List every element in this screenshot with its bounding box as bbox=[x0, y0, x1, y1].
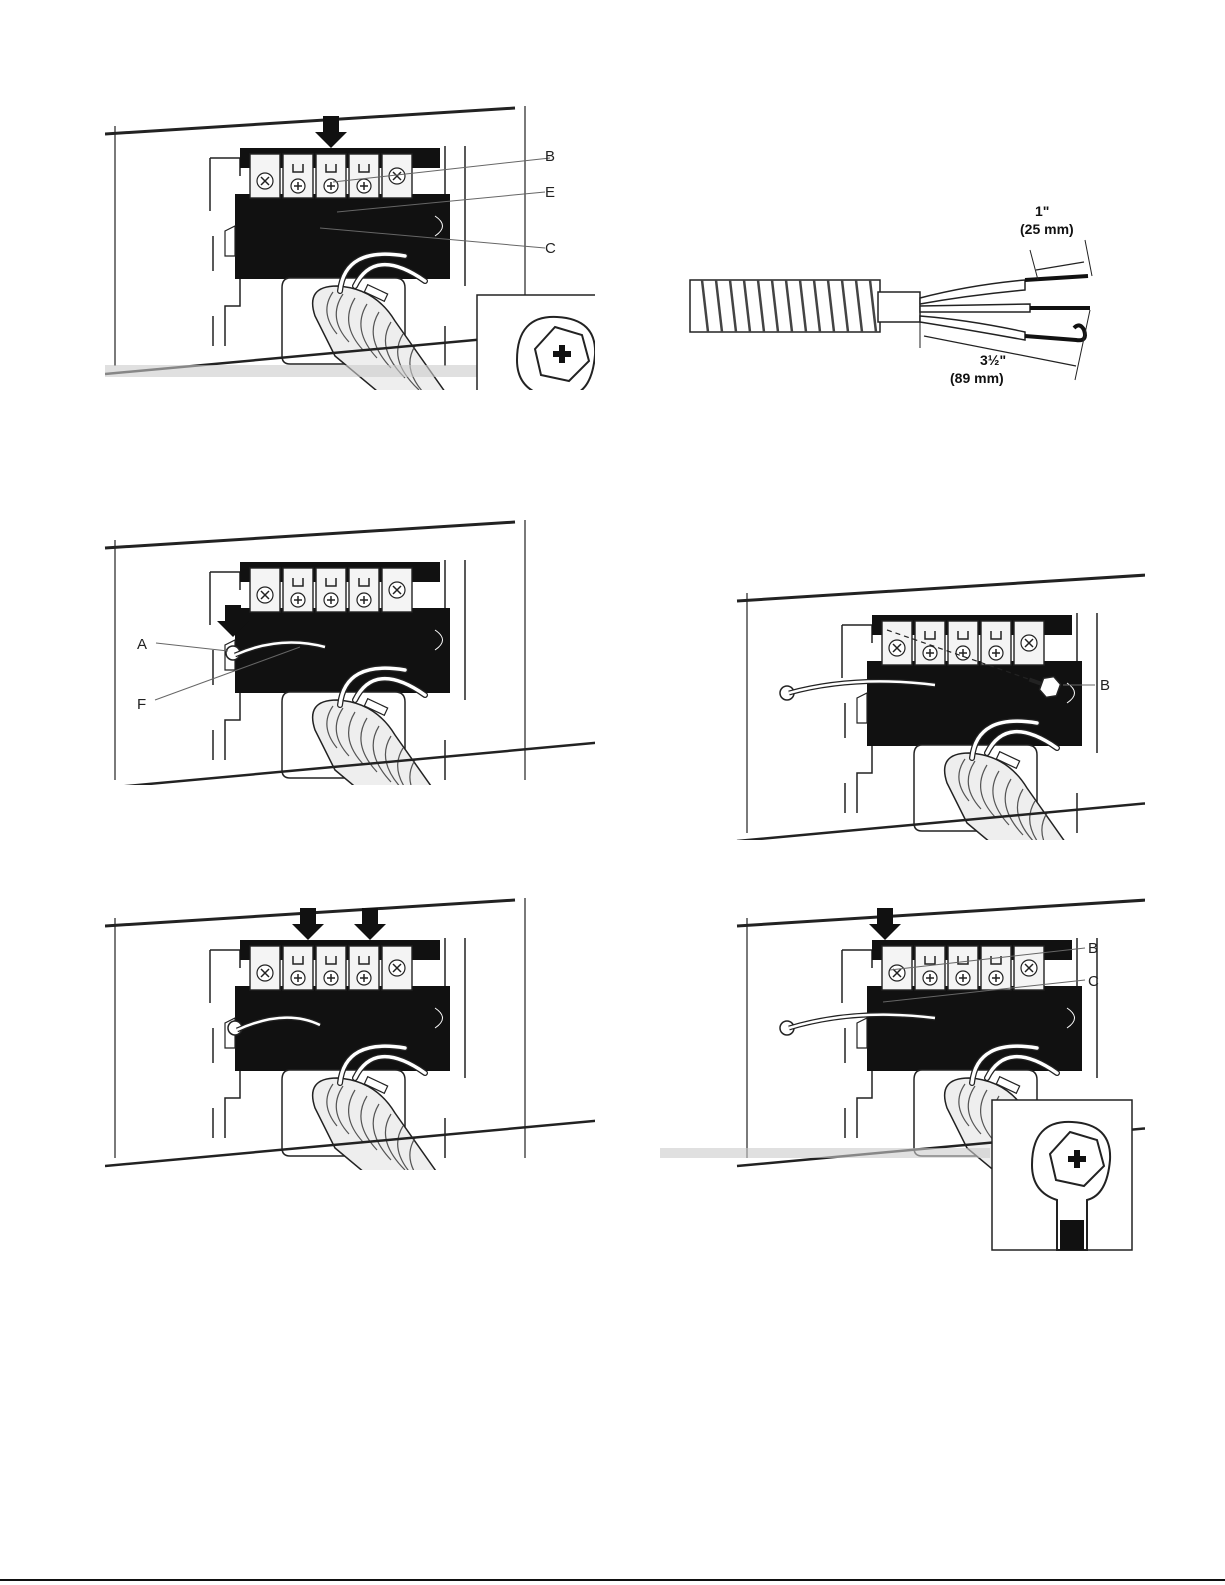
dim-tip-inch: 1" bbox=[1035, 203, 1049, 219]
label-c: C bbox=[545, 240, 556, 257]
figure-terminal-connection-2: A F bbox=[100, 515, 595, 785]
label-f: F bbox=[137, 696, 146, 713]
figure-terminal-screw-removed: B bbox=[655, 565, 1145, 840]
dim-tip-mm: (25 mm) bbox=[1020, 221, 1074, 237]
figure-wire-strip-dimensions: 1" (25 mm) 3½" (89 mm) bbox=[680, 180, 1100, 390]
figure-terminal-connection-1: B E C bbox=[105, 100, 595, 390]
label-b: B bbox=[1088, 940, 1098, 957]
label-e: E bbox=[545, 184, 555, 201]
figure-terminal-connection-4: B C bbox=[655, 890, 1145, 1255]
dim-strip-inch: 3½" bbox=[980, 352, 1006, 368]
label-b: B bbox=[1100, 677, 1110, 694]
label-c: C bbox=[1088, 973, 1099, 990]
label-a: A bbox=[137, 636, 147, 653]
label-b: B bbox=[545, 148, 555, 165]
figure-terminal-connection-3 bbox=[105, 890, 595, 1170]
page-bottom-rule bbox=[0, 1579, 1225, 1581]
dim-strip-mm: (89 mm) bbox=[950, 370, 1004, 386]
